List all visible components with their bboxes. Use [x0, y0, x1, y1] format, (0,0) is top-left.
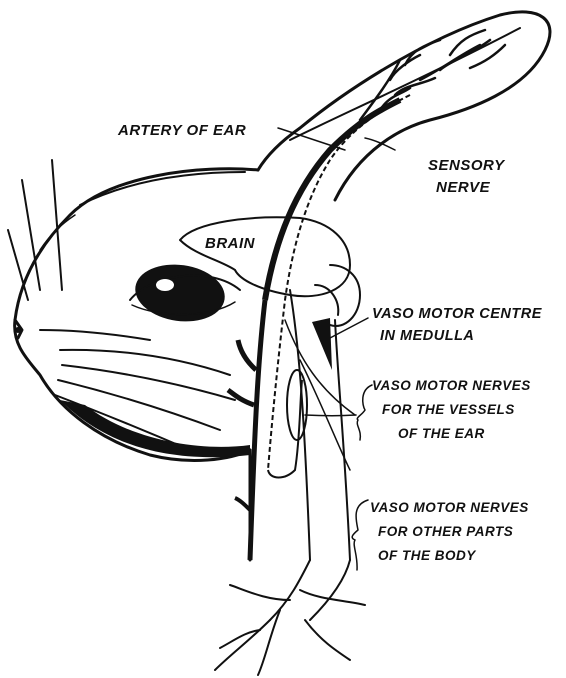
rabbit-eye: [130, 259, 240, 327]
ganglion: [287, 370, 307, 440]
rabbit-head: [15, 169, 258, 461]
label-vasomotor-ear-line1: VASO MOTOR NERVES: [372, 378, 531, 393]
rabbit-ear: [258, 12, 550, 200]
label-brain: BRAIN: [205, 235, 256, 252]
label-vasomotor-ear-line3: OF THE EAR: [398, 426, 485, 441]
label-artery-of-ear: ARTERY OF EAR: [117, 122, 246, 139]
lower-nerve-branches: [215, 585, 365, 675]
label-vasomotor-body-line3: OF THE BODY: [378, 548, 477, 563]
spinal-cord: [270, 290, 350, 620]
label-sensory-nerve-line2: NERVE: [436, 179, 491, 196]
label-vasomotor-body-line1: VASO MOTOR NERVES: [370, 500, 529, 515]
label-vasomotor-ear-line2: FOR THE VESSELS: [382, 402, 515, 417]
label-vasomotor-body-line2: FOR OTHER PARTS: [378, 524, 513, 539]
label-vasomotor-centre-line1: VASO MOTOR CENTRE: [372, 306, 543, 322]
label-vasomotor-centre-line2: IN MEDULLA: [380, 328, 474, 344]
label-sensory-nerve-line1: SENSORY: [428, 157, 506, 174]
vasomotor-centre: [312, 318, 332, 370]
braces: [352, 385, 372, 570]
